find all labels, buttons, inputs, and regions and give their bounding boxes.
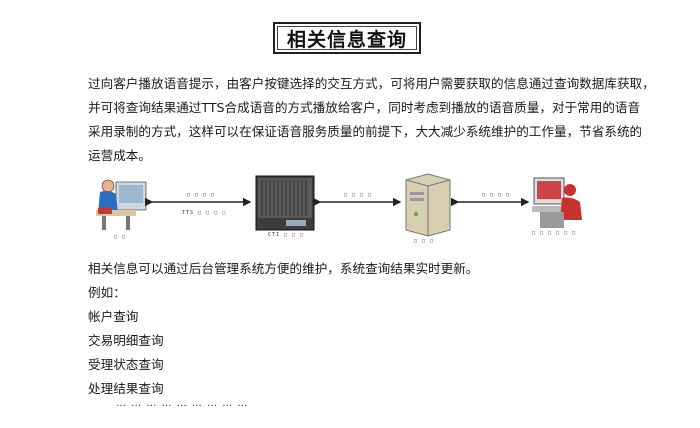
intro-line: 并可将查询结果通过TTS合成语音的方式播放给客户，同时考虑到播放的语音质量，对于… xyxy=(88,100,641,115)
operator-icon xyxy=(532,177,582,228)
example-item: 处理结果查询 xyxy=(88,381,164,396)
intro-line: 过向客户播放语音提示，由客户按键选择的交互方式，可将用户需要获取的信息通过查询数… xyxy=(88,76,655,91)
caller-icon xyxy=(96,179,147,230)
diagram-graphic xyxy=(96,173,582,237)
ivr-server-arrow-label: □ □ □ □ xyxy=(344,192,373,198)
intro-line: 运营成本。 xyxy=(88,148,151,163)
intro-line: 采用录制的方式，这样可以在保证语音服务质量的前提下，大大减少系统维护的工作量，节… xyxy=(88,124,643,139)
ivr-label: CTI □ □ □ xyxy=(268,232,305,238)
body-line: 例如： xyxy=(88,285,126,300)
caller-arrow-label-top: □ □ □ □ xyxy=(187,192,216,198)
intro-paragraph: 过向客户播放语音提示，由客户按键选择的交互方式，可将用户需要获取的信息通过查询数… xyxy=(88,72,663,168)
ivr-device-icon xyxy=(255,175,315,231)
caller-arrow-label-bottom: TTS □ □ □ □ xyxy=(182,210,227,216)
section-title: 相关信息查询 xyxy=(273,22,421,54)
server-label: □ □ □ xyxy=(414,238,435,244)
ellipsis: … … … … … … … … … xyxy=(116,398,249,409)
examples-section: 相关信息可以通过后台管理系统方便的维护，系统查询结果实时更新。 例如： 帐户查询… xyxy=(88,257,478,401)
body-line: 相关信息可以通过后台管理系统方便的维护，系统查询结果实时更新。 xyxy=(88,261,479,276)
caller-label: □ □ xyxy=(114,234,127,240)
server-operator-arrow-label: □ □ □ □ xyxy=(482,192,511,198)
operator-label: □ □ □ □ □ □ xyxy=(532,230,577,236)
section-title-text: 相关信息查询 xyxy=(286,28,407,51)
example-item: 帐户查询 xyxy=(88,309,139,324)
example-item: 交易明细查询 xyxy=(88,333,164,348)
server-icon xyxy=(405,173,451,237)
example-item: 受理状态查询 xyxy=(88,357,164,372)
system-diagram: □ □ □ □ TTS □ □ □ □ □ □ CTI □ □ □ □ □ □ … xyxy=(0,170,700,250)
